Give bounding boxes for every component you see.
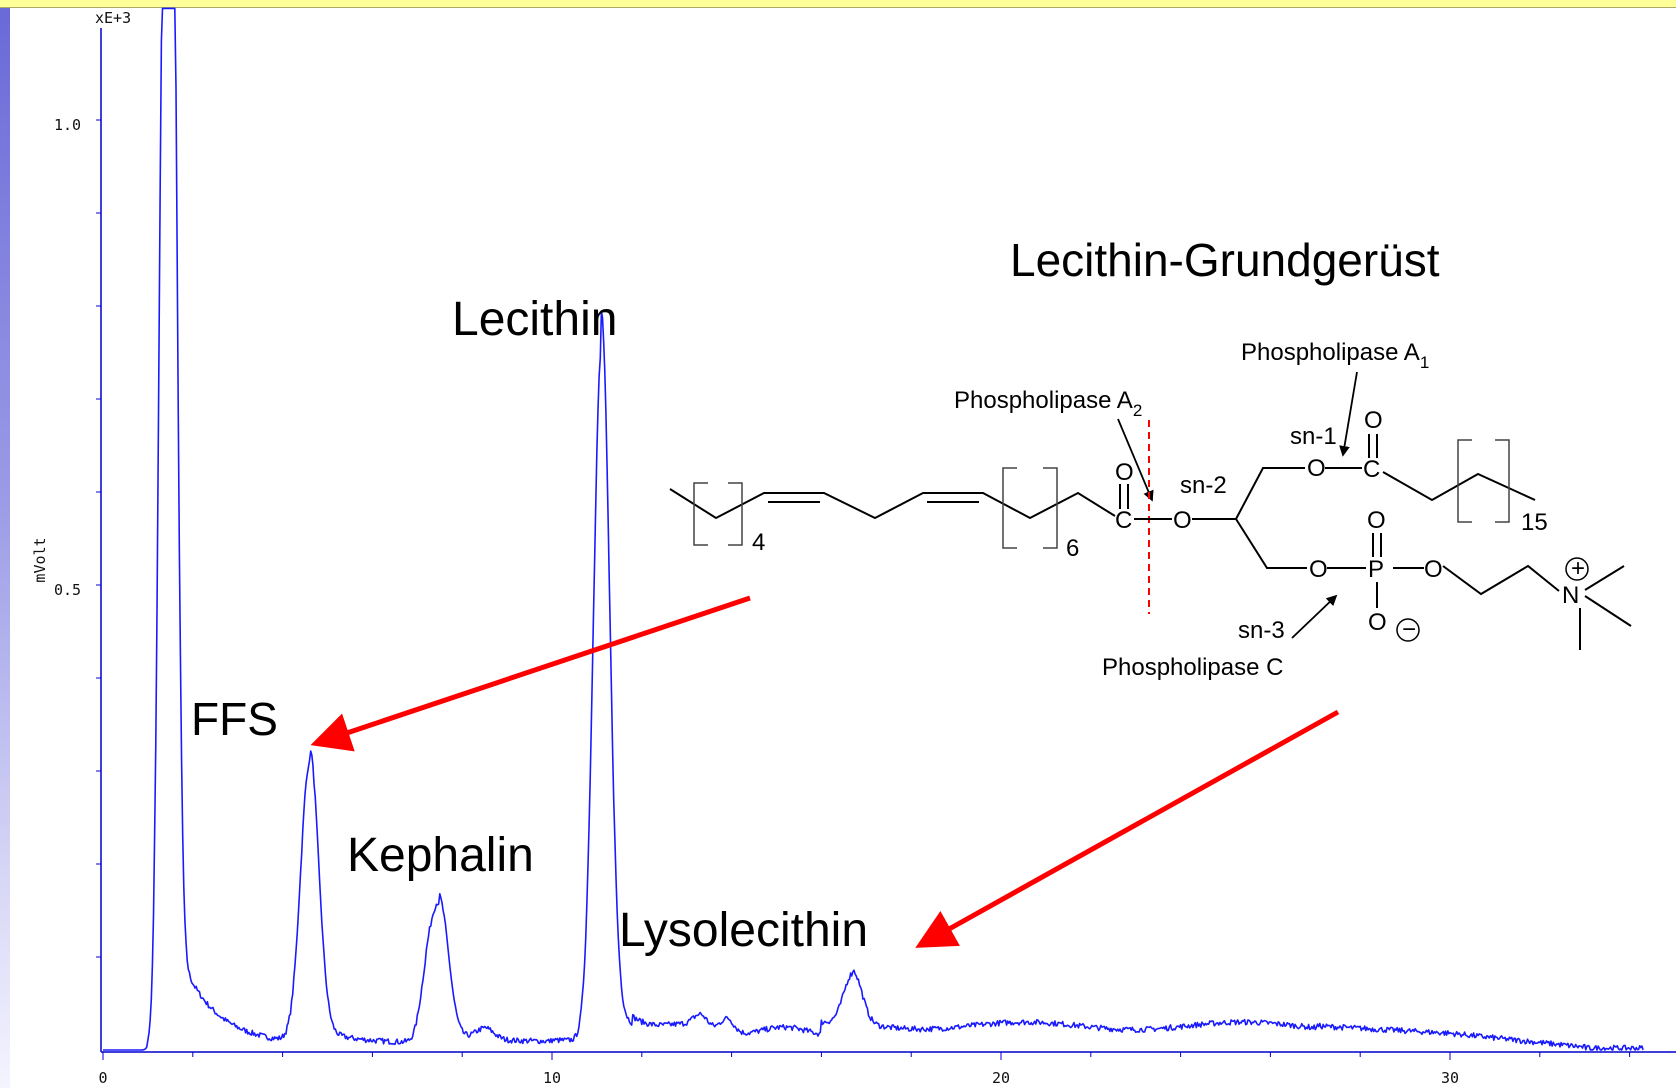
atom-n: N [1562, 582, 1579, 609]
label-phospholipase-a1: Phospholipase A1 [1241, 339, 1429, 372]
arrow-to-lysolecithin [915, 709, 1340, 948]
label-phospholipase-c: Phospholipase C [1102, 654, 1283, 681]
chain-sn2 [669, 488, 1116, 520]
bracket-6 [1002, 467, 1058, 549]
atom-o-choline: O [1424, 556, 1443, 583]
lecithin-structure: Lecithin-Grundgerüst Phospholipase A1 Ph… [669, 234, 1632, 681]
left-gradient-bar [0, 8, 10, 1088]
y-tick-label-1-0: 1.0 [54, 116, 81, 134]
subscript-6: 6 [1066, 535, 1079, 562]
n-methyl-1 [1584, 565, 1625, 591]
label-sn3: sn-3 [1238, 617, 1285, 644]
axes: xE+3 mVolt 1.0 0.5 0 10 20 30 [31, 9, 1676, 1087]
atom-o-sn2: O [1173, 507, 1192, 534]
glycerol-down [1235, 518, 1307, 569]
peak-label-ffs: FFS [191, 693, 278, 745]
pla2-pointer [1117, 418, 1154, 502]
peak-label-lysolecithin: Lysolecithin [619, 904, 868, 957]
atom-o-p-bottom: O [1368, 609, 1387, 636]
atom-p: P [1368, 556, 1384, 583]
top-bar [0, 0, 1676, 8]
atom-o-carbonyl-sn1: O [1364, 407, 1383, 434]
x-tick-label-10: 10 [543, 1069, 561, 1087]
atom-o-carbonyl-sn2: O [1115, 459, 1134, 486]
atom-c-sn1: C [1363, 456, 1380, 483]
atom-c-sn2: C [1115, 507, 1132, 534]
peak-label-kephalin: Kephalin [347, 829, 534, 882]
chromatogram-trace [103, 7, 1644, 1051]
y-minor-ticks [96, 119, 101, 958]
arrow-to-ffs [310, 595, 751, 752]
n-methyl-2 [1584, 595, 1632, 627]
y-multiplier-label: xE+3 [95, 9, 131, 27]
subscript-4: 4 [752, 529, 765, 556]
x-tick-label-30: 30 [1441, 1069, 1459, 1087]
bracket-4 [693, 482, 743, 546]
pla1-pointer [1339, 371, 1358, 457]
bracket-15 [1457, 439, 1510, 523]
choline-chain [1442, 564, 1560, 596]
positive-charge-icon [1565, 557, 1589, 581]
x-tick-label-20: 20 [992, 1069, 1010, 1087]
label-phospholipase-a2: Phospholipase A2 [954, 387, 1142, 420]
chain-sn1 [1382, 471, 1536, 502]
minus-sign: − [1402, 616, 1416, 643]
atom-o-sn1: O [1307, 455, 1326, 482]
glycerol-up [1235, 467, 1305, 520]
atom-o-sn3: O [1309, 556, 1328, 583]
y-tick-label-0-5: 0.5 [54, 581, 81, 599]
atom-o-p-top: O [1367, 507, 1386, 534]
plc-pointer [1291, 594, 1338, 639]
label-sn1: sn-1 [1290, 423, 1337, 450]
negative-charge-icon [1396, 618, 1420, 642]
x-tick-label-0: 0 [98, 1069, 107, 1087]
label-sn2: sn-2 [1180, 472, 1227, 499]
plus-sign: + [1571, 555, 1585, 582]
y-axis-label: mVolt [31, 537, 49, 582]
peak-label-lecithin: Lecithin [452, 293, 617, 346]
structure-title: Lecithin-Grundgerüst [1010, 234, 1440, 286]
subscript-15: 15 [1521, 509, 1548, 536]
x-minor-ticks [102, 1052, 1631, 1060]
